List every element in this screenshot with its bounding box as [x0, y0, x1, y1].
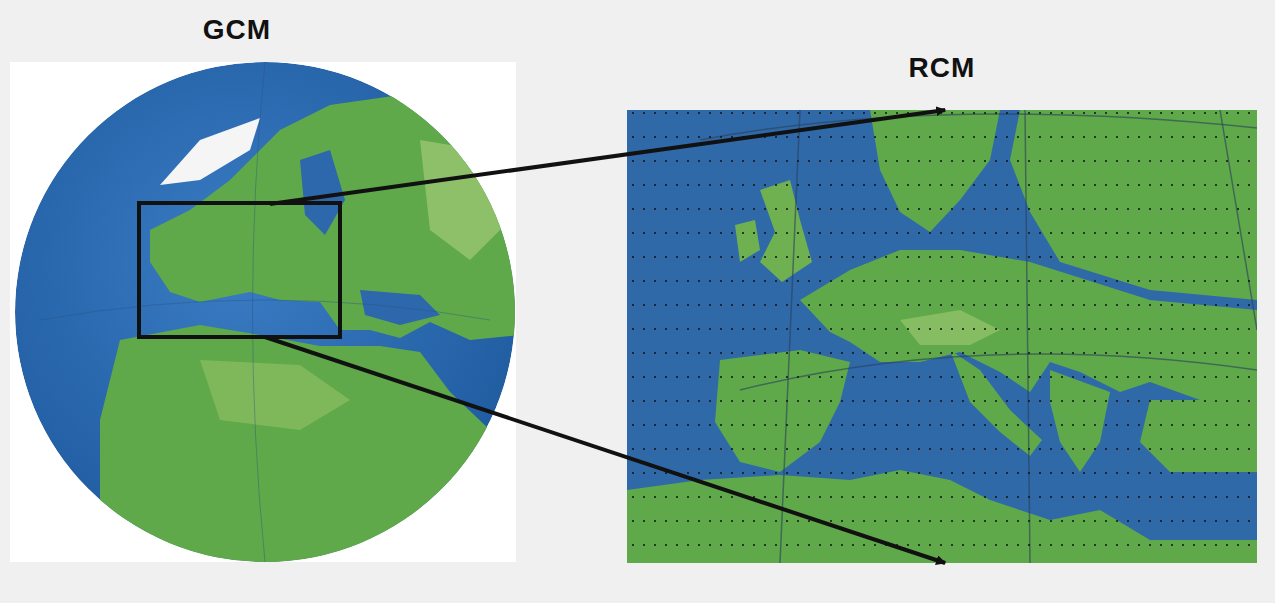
map-node: RCM — [627, 110, 1257, 563]
zoom-arrow — [265, 337, 945, 563]
model-label: RCM — [909, 52, 976, 84]
globe-node: GCM — [15, 62, 515, 562]
regional-map — [627, 110, 1257, 563]
model-label: GCM — [203, 14, 271, 46]
zoom-arrow — [270, 110, 945, 204]
region-frame — [139, 203, 340, 337]
globe — [15, 62, 525, 603]
